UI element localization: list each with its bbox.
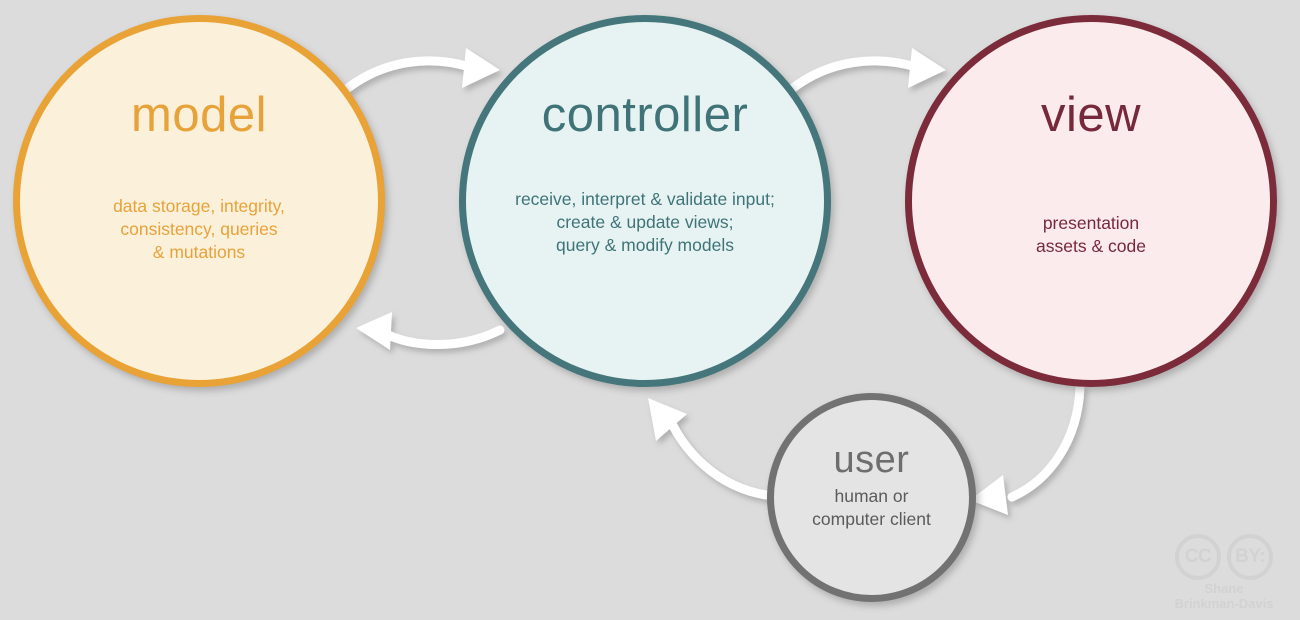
- node-model-title: model: [131, 88, 267, 142]
- node-model-description: data storage, integrity, consistency, qu…: [113, 196, 285, 263]
- license-credit: CC BY: Shane Brinkman-Davis: [1162, 534, 1286, 612]
- license-badges: CC BY:: [1162, 534, 1286, 581]
- arrow-user-to-controller: [648, 398, 771, 500]
- node-view[interactable]: view presentation assets & code: [905, 15, 1277, 387]
- creative-commons-icon: CC: [1175, 534, 1221, 581]
- node-user[interactable]: user human or computer client: [767, 393, 976, 602]
- author-name: Shane Brinkman-Davis: [1174, 581, 1274, 612]
- node-user-description: human or computer client: [812, 486, 931, 530]
- node-model[interactable]: model data storage, integrity, consisten…: [13, 15, 385, 387]
- node-user-title: user: [833, 439, 910, 481]
- arrow-controller-to-view: [788, 48, 946, 93]
- arrow-model-to-controller: [343, 48, 500, 93]
- node-view-title: view: [1040, 88, 1142, 142]
- arrow-controller-to-model: [356, 312, 505, 350]
- node-controller[interactable]: controller receive, interpret & validate…: [459, 15, 831, 387]
- node-controller-title: controller: [541, 88, 749, 142]
- node-controller-description: receive, interpret & validate input; cre…: [515, 189, 775, 256]
- attribution-by-icon: BY:: [1227, 534, 1273, 581]
- node-view-description: presentation assets & code: [1036, 213, 1146, 257]
- arrow-view-to-user: [970, 382, 1085, 515]
